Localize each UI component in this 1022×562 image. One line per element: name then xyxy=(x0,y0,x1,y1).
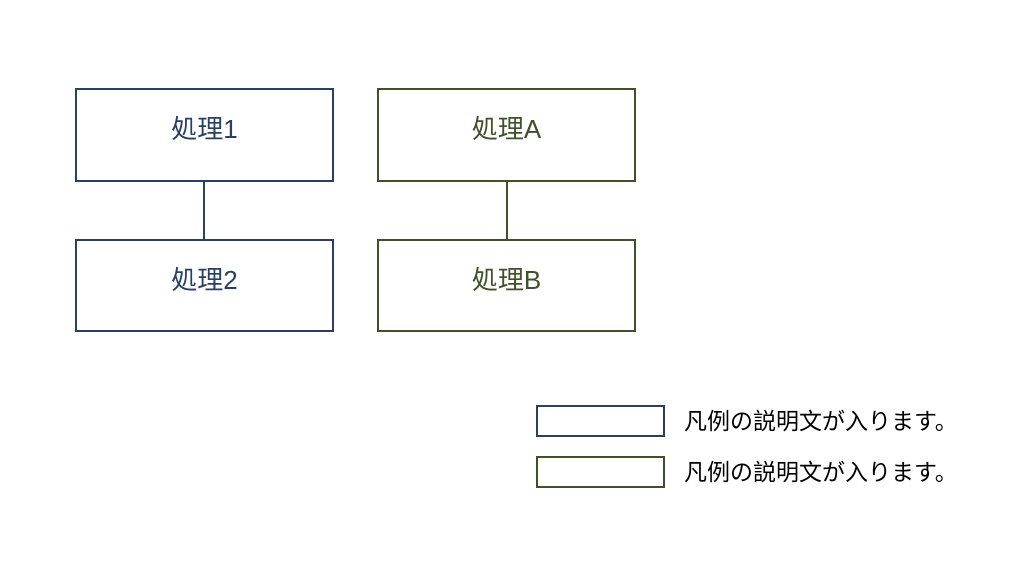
connector-blue-1-to-2 xyxy=(203,181,205,240)
process-node-b-label: 処理B xyxy=(471,265,542,295)
process-node-1[interactable]: 処理1 xyxy=(75,88,334,182)
legend-item-blue: 凡例の説明文が入ります。 xyxy=(536,405,976,437)
process-node-a[interactable]: 処理A xyxy=(377,88,636,182)
legend-swatch-blue-icon xyxy=(536,405,665,437)
legend: 凡例の説明文が入ります。 凡例の説明文が入ります。 xyxy=(536,405,976,488)
legend-label-green: 凡例の説明文が入ります。 xyxy=(684,459,958,485)
process-node-2-label: 処理2 xyxy=(171,265,238,295)
process-node-b[interactable]: 処理B xyxy=(377,239,636,332)
legend-label-blue: 凡例の説明文が入ります。 xyxy=(684,408,958,434)
process-node-1-label: 処理1 xyxy=(171,114,238,144)
legend-swatch-green-icon xyxy=(536,456,665,488)
legend-item-green: 凡例の説明文が入ります。 xyxy=(536,456,976,488)
process-node-2[interactable]: 処理2 xyxy=(75,239,334,332)
process-node-a-label: 処理A xyxy=(471,114,542,144)
connector-green-a-to-b xyxy=(506,181,508,240)
